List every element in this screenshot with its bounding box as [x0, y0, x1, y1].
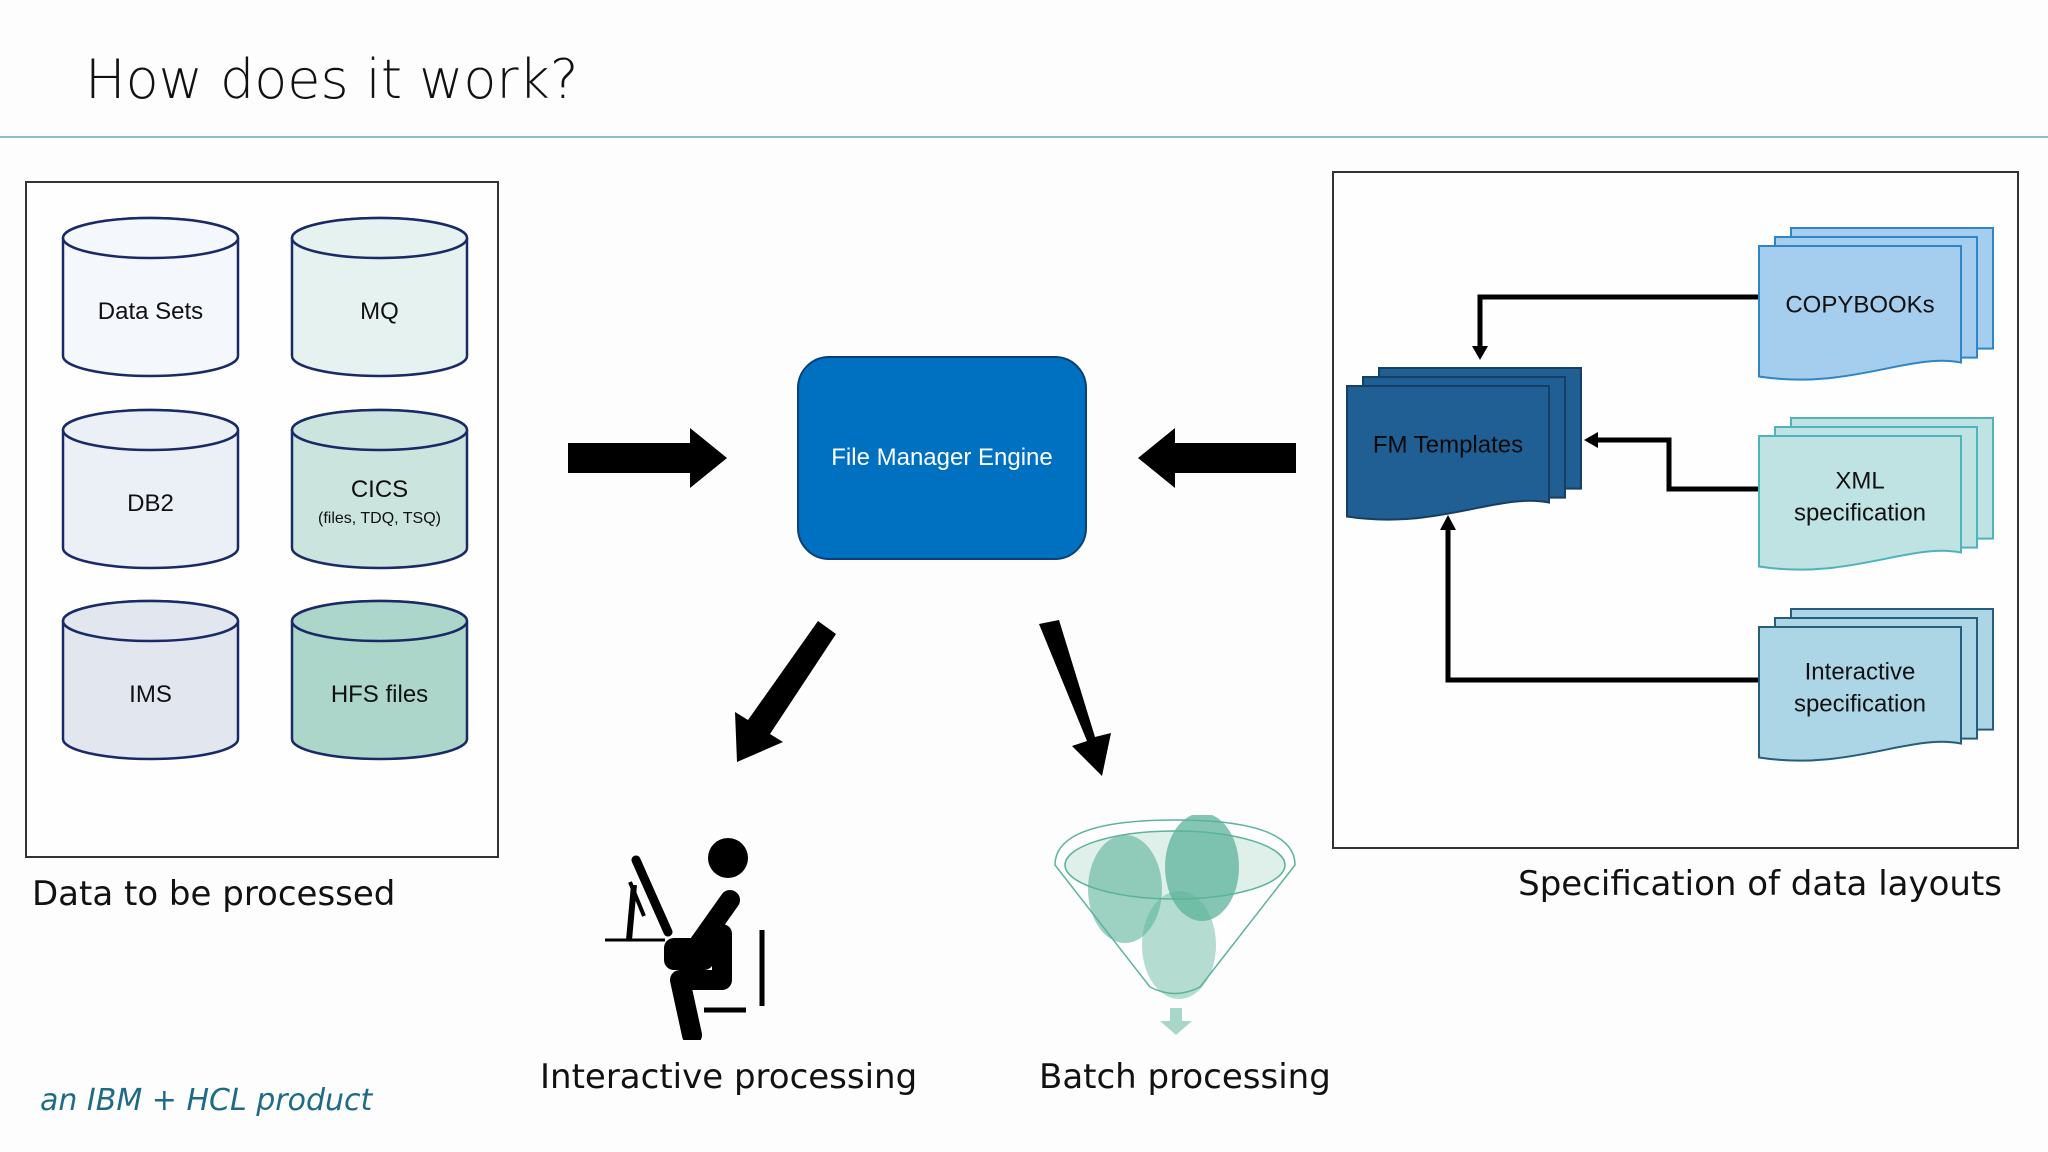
spec-stack-interactive[interactable]: Interactive specification	[1758, 608, 1994, 762]
cylinder-top	[61, 599, 240, 643]
cylinder-ims[interactable]: IMS	[61, 599, 240, 761]
connector-interactive	[1445, 528, 1759, 683]
interactive-processing-caption: Interactive processing	[540, 1057, 918, 1097]
doc-page-front	[1758, 245, 1962, 381]
cylinder-top	[290, 216, 469, 260]
connector-copybooks	[1477, 294, 1759, 350]
fm-templates-stack[interactable]: FM Templates	[1346, 367, 1582, 521]
cylinder-label: HFS files	[331, 681, 428, 708]
cylinder-mq[interactable]: MQ	[290, 216, 469, 378]
layouts-panel-caption: Specification of data layouts	[1518, 864, 2002, 904]
title-divider	[0, 136, 2048, 138]
doc-page-front	[1758, 626, 1962, 762]
cylinder-label: CICS	[351, 476, 408, 503]
person-at-computer-icon	[605, 838, 765, 1040]
doc-label: COPYBOOKs	[1785, 291, 1934, 318]
cylinder-label: DB2	[127, 490, 174, 517]
file-manager-engine[interactable]: File Manager Engine	[797, 356, 1087, 560]
connector-interactive-arrowhead	[1440, 515, 1456, 530]
cylinder-label: IMS	[129, 681, 172, 708]
batch-processing-caption: Batch processing	[1039, 1057, 1331, 1097]
doc-label-line2: specification	[1794, 690, 1926, 717]
spec-stack-xml[interactable]: XML specification	[1758, 417, 1994, 571]
funnel-batch-icon	[1054, 815, 1296, 1035]
cylinder-top	[290, 599, 469, 643]
connector-copybooks-arrowhead	[1472, 346, 1488, 360]
arrow-down-left-to-interactive	[735, 621, 836, 762]
doc-label-line2: specification	[1794, 499, 1926, 526]
engine-label: File Manager Engine	[831, 444, 1053, 471]
spec-stack-copybooks[interactable]: COPYBOOKs	[1758, 227, 1994, 381]
cylinder-top	[290, 408, 469, 452]
arrow-left-into-engine	[1138, 428, 1296, 488]
connector-xml	[1595, 437, 1759, 492]
cylinder-sublabel: (files, TDQ, TSQ)	[318, 510, 441, 527]
slide-title: How does it work?	[85, 48, 579, 111]
cylinder-label: MQ	[360, 298, 399, 325]
doc-page-front	[1758, 435, 1962, 571]
product-footer: an IBM + HCL product	[40, 1083, 373, 1118]
cylinder-hfs-files[interactable]: HFS files	[290, 599, 469, 761]
cylinder-db2[interactable]: DB2	[61, 408, 240, 570]
arrow-right-into-engine	[568, 428, 727, 488]
cylinder-top	[61, 216, 240, 260]
doc-label: FM Templates	[1373, 431, 1523, 458]
doc-page-front	[1346, 385, 1550, 521]
doc-label-line1: Interactive	[1805, 658, 1916, 685]
cylinder-data-sets[interactable]: Data Sets	[61, 216, 240, 378]
arrow-down-right-to-batch	[1039, 620, 1111, 776]
cylinder-label: Data Sets	[98, 298, 203, 325]
data-panel-caption: Data to be processed	[32, 874, 396, 914]
connector-xml-arrowhead	[1584, 432, 1598, 448]
doc-label-line1: XML	[1835, 467, 1884, 494]
cylinder-top	[61, 408, 240, 452]
cylinder-cics[interactable]: CICS (files, TDQ, TSQ)	[290, 408, 469, 570]
